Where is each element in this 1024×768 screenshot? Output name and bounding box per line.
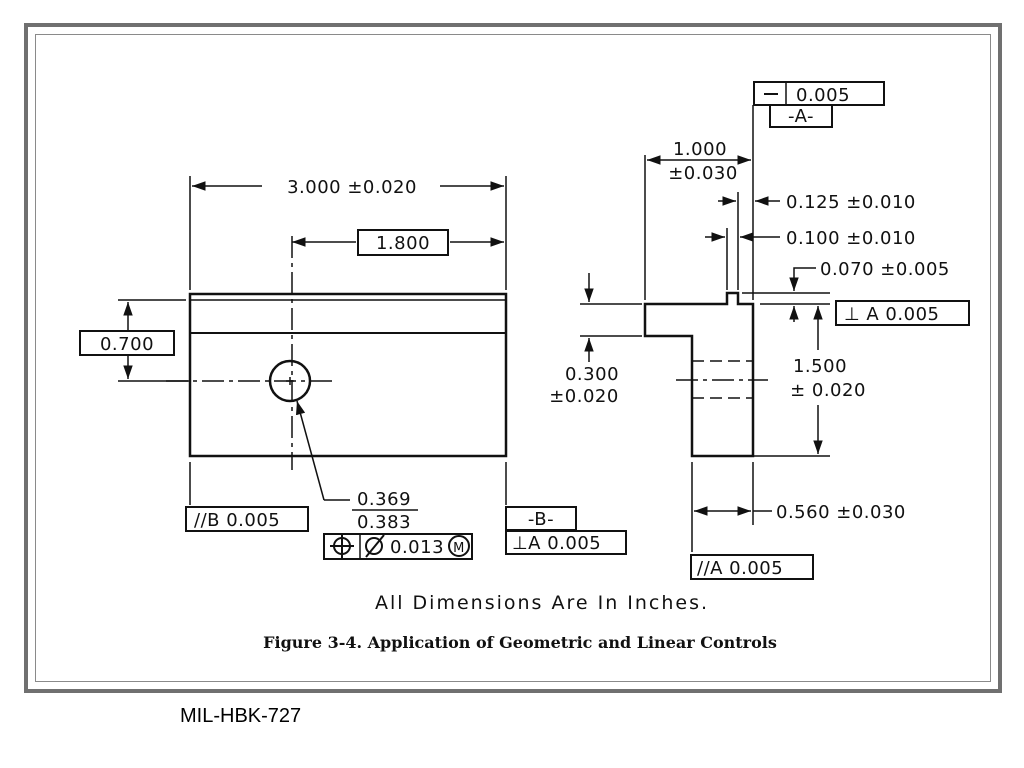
source-label: MIL-HBK-727: [180, 705, 302, 727]
flange-value: 0.300: [565, 364, 619, 385]
top-view: 3.000 ±0.020 1.800 0.700 0.369: [79, 176, 627, 560]
datum-A-box: [769, 104, 833, 128]
perpendicularity-A-label: ⊥A 0.005: [512, 533, 601, 554]
overall-width-label: 3.000 ±0.020: [287, 177, 417, 198]
leader-line: [789, 267, 816, 291]
parallelism-control-frame: [185, 506, 309, 532]
side-view: 0.005 -A- 1.000 ±0.030 0.125 ±0.010 0.10…: [549, 81, 970, 580]
step-width-value: 1.000: [673, 139, 727, 160]
datum-A-label: -A-: [788, 106, 814, 127]
perpendicularity-control-frame: [835, 300, 970, 326]
datum-B-label: -B-: [528, 509, 554, 530]
step-width-tolerance: ±0.030: [668, 163, 738, 184]
engineering-drawing: 3.000 ±0.020 1.800 0.700 0.369: [79, 81, 970, 652]
figure-caption: Figure 3-4. Application of Geometric and…: [263, 633, 777, 652]
dim-0125-label: 0.125 ±0.010: [786, 192, 916, 213]
thickness-label: 0.560 ±0.030: [776, 502, 906, 523]
mmc-modifier-letter: M: [453, 541, 465, 556]
parallelism-control-frame: [690, 554, 814, 580]
hole: [268, 359, 312, 403]
position-icon: [330, 534, 354, 558]
parallelism-B-label: //B 0.005: [194, 510, 280, 531]
flange-tolerance: ±0.020: [549, 386, 619, 407]
hole-location-y-label: 0.700: [100, 334, 154, 355]
height-tolerance: ± 0.020: [790, 380, 866, 401]
diameter-icon: [365, 534, 385, 558]
hole-diameter-lower: 0.383: [357, 512, 411, 533]
dim-0070-label: 0.070 ±0.005: [820, 259, 950, 280]
position-control-frame: [323, 533, 473, 560]
height-value: 1.500: [793, 356, 847, 377]
basic-dimension-box: [79, 330, 175, 356]
dim-0100-label: 0.100 ±0.010: [786, 228, 916, 249]
mmc-modifier-icon: [448, 535, 470, 557]
hole-location-x-label: 1.800: [376, 233, 430, 254]
part-outline-top-view: [188, 292, 508, 458]
position-tolerance: 0.013: [390, 537, 444, 558]
basic-dimension-box: [357, 229, 449, 256]
flatness-value: 0.005: [796, 85, 850, 106]
figure-inner-border: [35, 34, 991, 682]
figure-frame: [24, 23, 1002, 693]
perpendicularity-control-frame: [505, 530, 627, 555]
hole-diameter-upper: 0.369: [357, 489, 411, 510]
parallelism-A-label: //A 0.005: [697, 558, 783, 579]
part-outline-side-view: [643, 291, 755, 458]
leader-line: [295, 400, 325, 501]
units-note: All Dimensions Are In Inches.: [375, 592, 709, 614]
perpendicularity-A-label: ⊥ A 0.005: [844, 304, 939, 325]
